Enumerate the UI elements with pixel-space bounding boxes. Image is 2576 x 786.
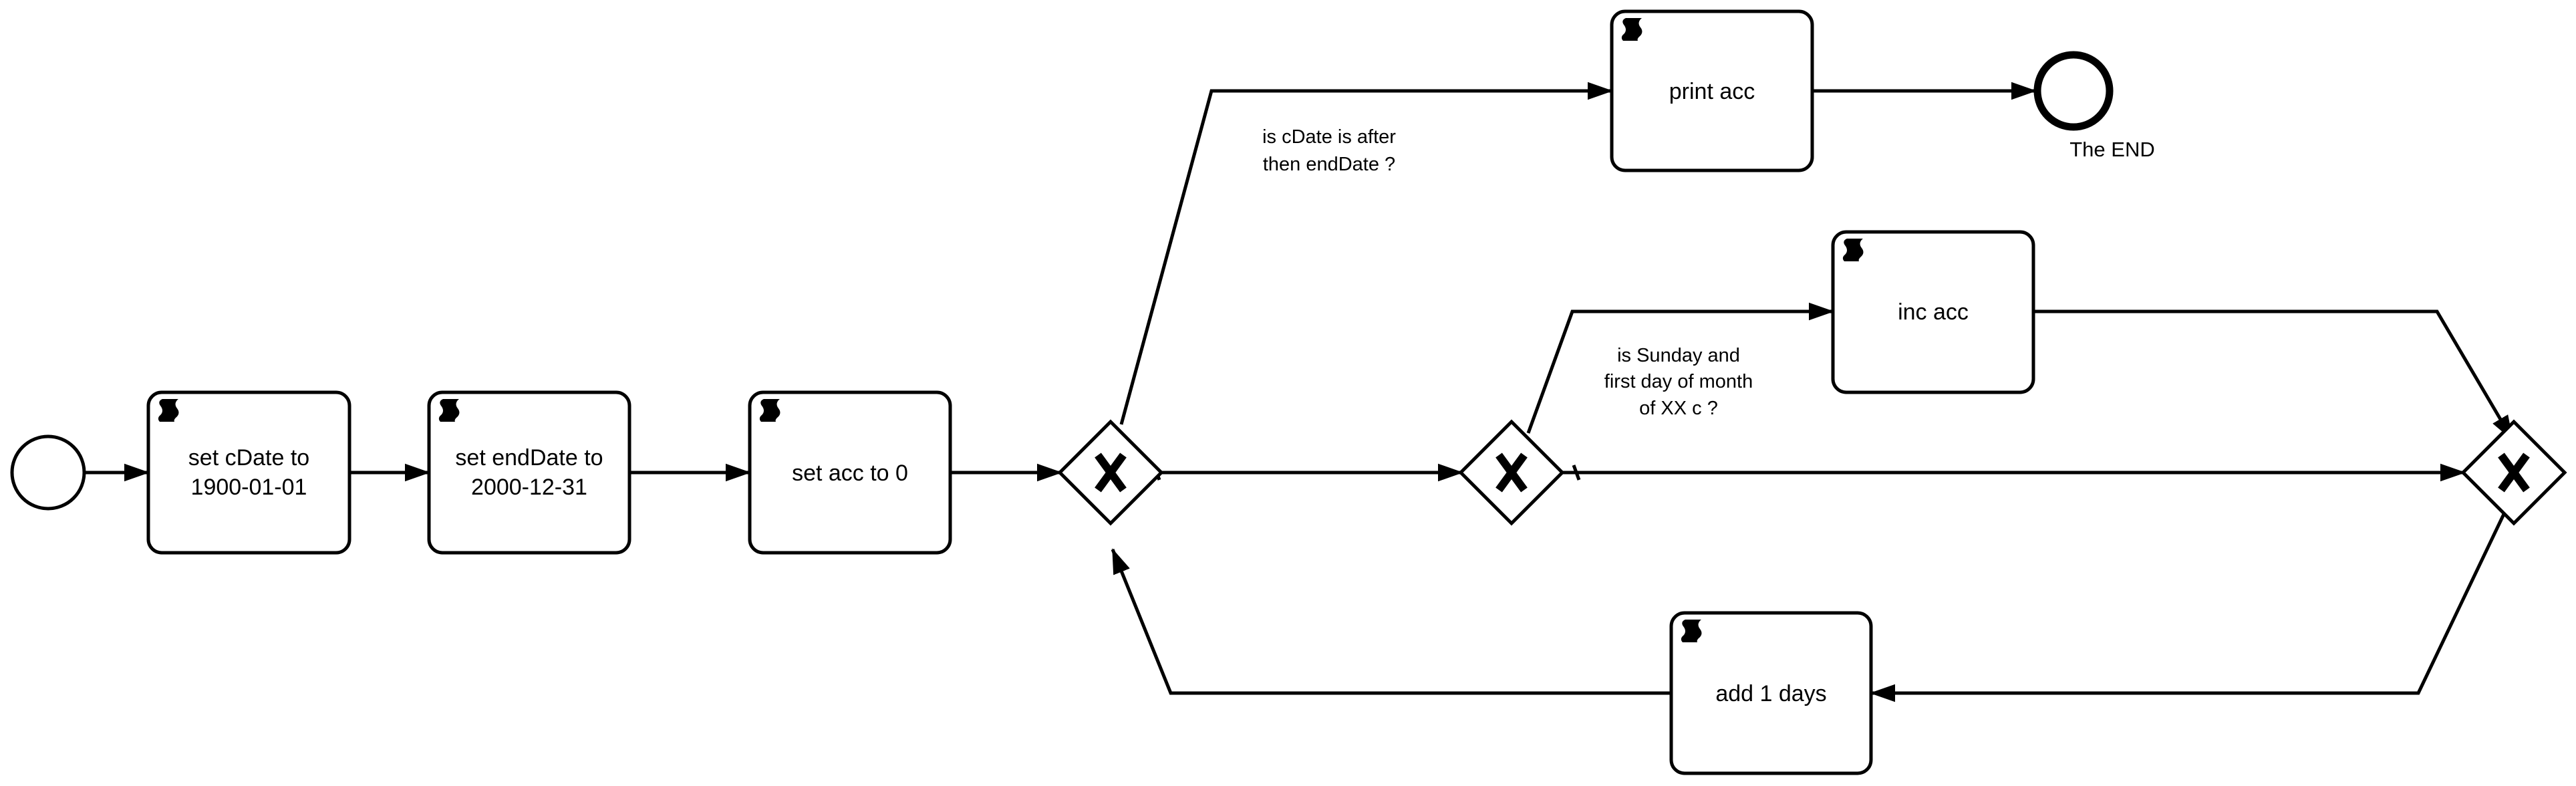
task-label: inc acc (1898, 299, 1969, 325)
svg-text:then endDate ?: then endDate ? (1263, 154, 1395, 175)
flow-inc-acc-to-gateway-3[interactable] (2033, 309, 2515, 441)
task-label: print acc (1669, 79, 1755, 104)
task-label-line: set cDate to (188, 445, 309, 471)
exclusive-gateway-3[interactable] (2460, 419, 2567, 526)
svg-text:is Sunday and: is Sunday and (1617, 345, 1740, 366)
flow-gateway-1-to-print-acc[interactable] (1119, 82, 1613, 425)
x-icon (2498, 452, 2530, 493)
flow-label-line: first day of month (1604, 371, 1753, 392)
task-label: add 1 days (1715, 681, 1826, 706)
task-label-line: 2000-12-31 (471, 475, 587, 500)
task-set-acc[interactable]: set acc to 0 (748, 390, 952, 555)
task-label-line: 1900-01-01 (191, 475, 307, 500)
flow-gateway-3-to-add-days[interactable] (1870, 510, 2507, 702)
flow-label-line: is cDate is after (1262, 126, 1396, 148)
x-icon (1095, 452, 1127, 493)
exclusive-gateway-1[interactable] (1057, 419, 1164, 526)
x-icon (1495, 452, 1528, 493)
flow-gateway-2-to-inc-acc[interactable] (1526, 302, 1834, 434)
svg-text:1900-01-01: 1900-01-01 (191, 475, 307, 500)
task-label: set acc to 0 (792, 461, 908, 486)
end-event[interactable] (2033, 51, 2114, 131)
svg-text:set endDate to: set endDate to (455, 445, 603, 471)
start-event[interactable] (10, 434, 86, 511)
task-inc-acc[interactable]: inc acc (1831, 230, 2035, 394)
flow-label-is-sunday: is Sunday and first day of month of XX c… (1604, 345, 1753, 419)
svg-text:of XX c ?: of XX c ? (1639, 398, 1718, 419)
task-set-cdate[interactable]: set cDate to 1900-01-01 (146, 390, 351, 555)
flow-label-line: is Sunday and (1617, 345, 1740, 366)
flow-label-is-after: is cDate is after then endDate ? (1262, 126, 1396, 175)
default-flow-marker-2 (1572, 465, 1581, 481)
svg-text:is cDate is after: is cDate is after (1262, 126, 1396, 148)
svg-text:2000-12-31: 2000-12-31 (471, 475, 587, 500)
flow-add-days-to-gateway-1[interactable] (1111, 548, 1671, 695)
end-event-label: The END (2069, 138, 2154, 161)
task-add-days[interactable]: add 1 days (1669, 611, 1873, 775)
task-set-enddate[interactable]: set endDate to 2000-12-31 (427, 390, 631, 555)
exclusive-gateway-2[interactable] (1458, 419, 1565, 526)
flow-label-line: of XX c ? (1639, 398, 1718, 419)
svg-text:set cDate to: set cDate to (188, 445, 309, 471)
flow-label-line: then endDate ? (1263, 154, 1395, 175)
svg-text:first day of month: first day of month (1604, 371, 1753, 392)
task-print-acc[interactable]: print acc (1610, 9, 1814, 172)
task-label-line: set endDate to (455, 445, 603, 471)
